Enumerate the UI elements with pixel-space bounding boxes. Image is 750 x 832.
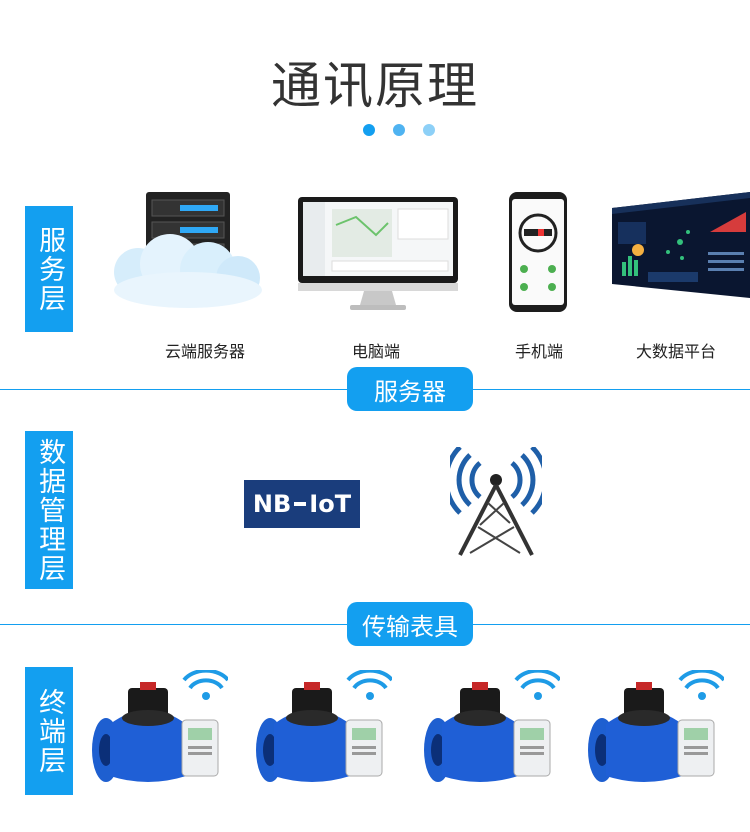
layer-label-data: 数据管理层 — [25, 431, 73, 589]
page-title: 通讯原理 — [271, 57, 479, 115]
title-dot-3 — [423, 124, 435, 136]
caption-cloud-server: 云端服务器 — [164, 342, 245, 361]
caption-phone: 手机端 — [514, 342, 563, 361]
cloud-server-icon — [108, 190, 268, 310]
water-meter-icon — [252, 670, 392, 800]
layer-label-terminal: 终端层 — [25, 667, 73, 795]
caption-pc: 电脑端 — [351, 342, 400, 361]
nbiot-logo: NB IoT — [244, 480, 360, 528]
nbiot-dash — [294, 502, 307, 506]
water-meter-icon — [420, 670, 560, 800]
caption-bigdata: 大数据平台 — [635, 342, 716, 361]
water-meter-icon — [88, 670, 228, 800]
signal-tower-icon — [450, 447, 542, 557]
smartphone-icon — [508, 191, 568, 313]
layer-label-service: 服务层 — [25, 206, 73, 332]
nbiot-nb-text: NB — [252, 490, 292, 518]
nbiot-iot-text: IoT — [309, 490, 352, 518]
title-dot-2 — [393, 124, 405, 136]
connector-transmit-badge: 传输表具 — [347, 602, 473, 646]
connector-server-badge: 服务器 — [347, 367, 473, 411]
monitor-icon — [296, 195, 460, 315]
title-dot-1 — [363, 124, 375, 136]
dashboard-screen-icon — [608, 192, 750, 316]
water-meter-icon — [584, 670, 724, 800]
